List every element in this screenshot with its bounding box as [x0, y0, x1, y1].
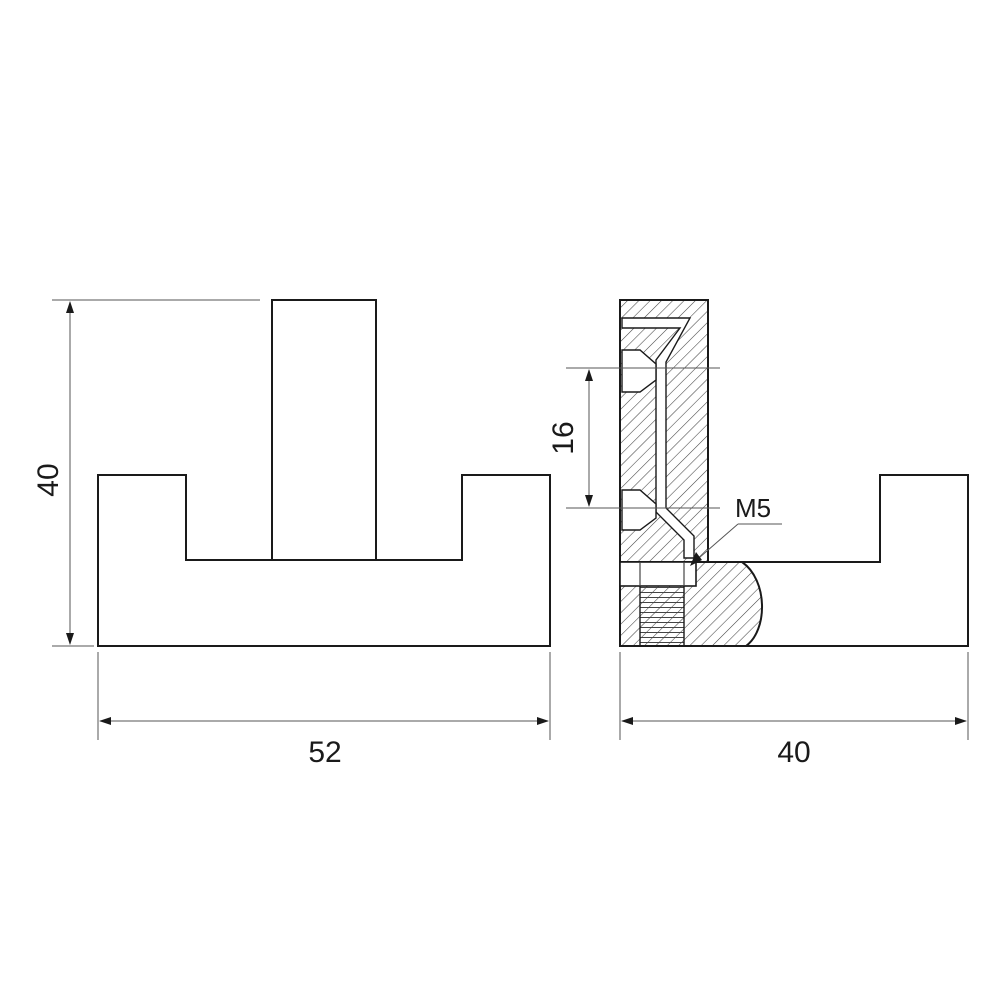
front-base-outline — [97, 474, 551, 647]
side-hook-arm-outline — [700, 474, 969, 647]
spacing-dimension-label: 16 — [547, 421, 580, 454]
height-dimension-label: 40 — [32, 463, 65, 496]
thread-leader-arrow — [690, 552, 702, 566]
lower-screw-countersink — [621, 489, 657, 531]
washer-bar — [619, 561, 697, 587]
front-hook-post — [271, 299, 377, 561]
upper-screw-countersink — [621, 349, 657, 393]
width-dimension-label: 52 — [308, 736, 341, 769]
section-mount-channel — [621, 317, 695, 559]
front-view: 40 52 — [32, 299, 551, 769]
side-view: 16 M5 40 — [547, 299, 969, 769]
thread-size-label: M5 — [735, 493, 771, 523]
side-width-dimension-label: 40 — [777, 736, 810, 769]
